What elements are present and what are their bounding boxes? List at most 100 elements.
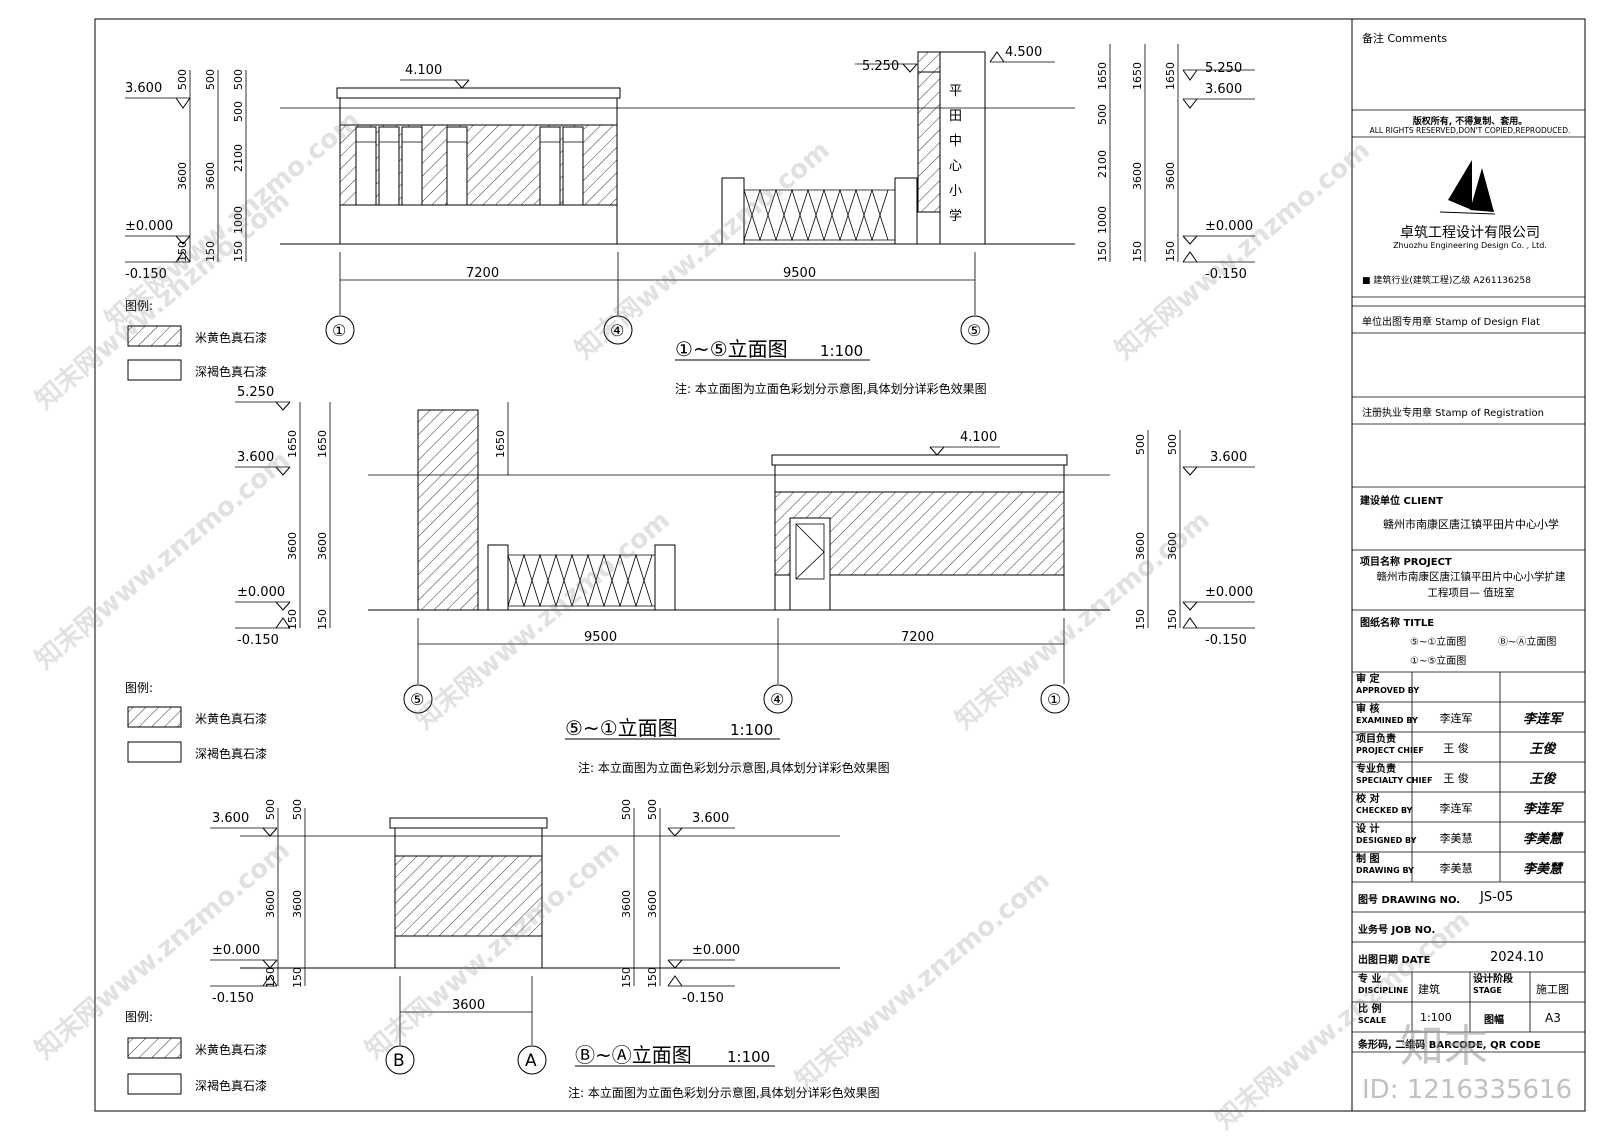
legend-title: 图例: bbox=[125, 299, 153, 313]
dim-text: 3600 bbox=[316, 532, 329, 560]
issue-date: 2024.10 bbox=[1490, 950, 1544, 965]
axis-bubble bbox=[763, 684, 793, 714]
title-block bbox=[1352, 109, 1585, 1053]
drawing-no: JS-05 bbox=[1480, 890, 1514, 905]
level-label: -0.150 bbox=[682, 991, 724, 1006]
roof-slab bbox=[389, 817, 548, 829]
signature: 李美慧 bbox=[1522, 862, 1562, 877]
company-logo bbox=[1439, 160, 1496, 215]
role-name: 李美慧 bbox=[1439, 832, 1473, 845]
dim-text: 1000 bbox=[232, 206, 245, 234]
legend-label: 米黄色真石漆 bbox=[195, 712, 267, 726]
legend-label: 深褐色真石漆 bbox=[195, 364, 267, 379]
level-label: 4.100 bbox=[405, 63, 442, 78]
dim-text: 500 bbox=[176, 69, 189, 90]
dim-text: 9500 bbox=[584, 630, 617, 645]
dim-text: 500 bbox=[204, 69, 217, 90]
axis-label: ⑤ bbox=[967, 321, 981, 340]
level-label: 3.600 bbox=[1210, 450, 1247, 465]
dim-text: 3600 bbox=[1131, 162, 1144, 190]
elevation-scale: 1:100 bbox=[727, 1048, 770, 1066]
dim-text: 3600 bbox=[286, 532, 299, 560]
elevation-title: ⑤~①立面图 bbox=[565, 716, 678, 740]
axis-bubble bbox=[385, 1045, 415, 1075]
dim-text: 3600 bbox=[646, 890, 659, 918]
dim-text: 500 bbox=[232, 101, 245, 122]
date-label: 出图日期 DATE bbox=[1358, 955, 1431, 966]
roof-slab bbox=[336, 87, 621, 99]
legend-label: 米黄色真石漆 bbox=[195, 1043, 267, 1057]
signature: 王俊 bbox=[1529, 742, 1556, 757]
elevation-scale: 1:100 bbox=[820, 342, 863, 360]
barcode-label: 条形码, 二维码 BARCODE, QR CODE bbox=[1358, 1040, 1541, 1051]
dim-text: 2100 bbox=[232, 144, 245, 172]
dim-text: 2100 bbox=[1096, 150, 1109, 178]
axis-label: ① bbox=[332, 321, 346, 340]
sign-char: 学 bbox=[949, 208, 962, 224]
client-name: 赣州市南康区唐江镇平田片中心小学 bbox=[1383, 518, 1559, 531]
drawing-no-label: 图号 DRAWING NO. bbox=[1358, 895, 1461, 906]
axis-label: ④ bbox=[610, 321, 624, 340]
axis-bubble bbox=[1040, 684, 1070, 714]
axis-bubble bbox=[517, 1045, 547, 1075]
stamp-design-label: 单位出图专用章 Stamp of Design Flat bbox=[1362, 317, 1540, 328]
dim-text: 1000 bbox=[1096, 206, 1109, 234]
level-label: -0.150 bbox=[212, 991, 254, 1006]
hatched-wall-band bbox=[394, 855, 543, 937]
dim-text: 1650 bbox=[316, 430, 329, 458]
dim-text: 500 bbox=[1134, 434, 1147, 455]
dim-text: 150 bbox=[620, 967, 633, 988]
dim-text: 500 bbox=[1096, 104, 1109, 125]
elevation-b-a: 3.600 ±0.000 -0.150 3.600 ±0.000 -0.150 … bbox=[210, 799, 880, 1100]
signature: 李连军 bbox=[1522, 802, 1562, 817]
elevation-5-1: 5.250 3.600 ±0.000 -0.150 4.100 3.600 ±0… bbox=[235, 385, 1255, 775]
retractable-gate bbox=[721, 177, 918, 245]
rights-en: ALL RIGHTS RESERVED,DON'T COPIED,REPRODU… bbox=[1369, 126, 1571, 135]
legend-label: 深褐色真石漆 bbox=[195, 1078, 267, 1093]
dim-text: 150 bbox=[204, 241, 217, 262]
axis-label: B bbox=[393, 1051, 405, 1071]
level-label: -0.150 bbox=[237, 633, 279, 648]
client-label: 建设单位 CLIENT bbox=[1360, 496, 1443, 507]
level-label: -0.150 bbox=[1205, 633, 1247, 648]
retractable-gate bbox=[487, 544, 676, 611]
elevation-scale: 1:100 bbox=[730, 721, 773, 739]
role-name: 王 俊 bbox=[1443, 742, 1469, 755]
axis-label: ① bbox=[1047, 690, 1061, 709]
stamp-registration-label: 注册执业专用章 Stamp of Registration bbox=[1362, 408, 1544, 419]
axis-label: A bbox=[525, 1051, 537, 1071]
project-name-line1: 赣州市南康区唐江镇平田片中心小学扩建 bbox=[1376, 571, 1566, 583]
roof-slab bbox=[771, 454, 1068, 466]
dim-text: 1650 bbox=[1131, 62, 1144, 90]
level-label: 3.600 bbox=[125, 81, 162, 96]
dim-text: 500 bbox=[1166, 434, 1179, 455]
signature: 李美慧 bbox=[1522, 832, 1562, 847]
axis-label: ⑤ bbox=[410, 690, 424, 709]
axis-bubble bbox=[960, 315, 990, 345]
dim-text: 500 bbox=[291, 799, 304, 820]
legend-title: 图例: bbox=[125, 1010, 153, 1024]
dim-text: 3600 bbox=[176, 162, 189, 190]
dim-text: 150 bbox=[1164, 241, 1177, 262]
elevation-title: Ⓑ~Ⓐ立面图 bbox=[575, 1043, 692, 1067]
level-label: -0.150 bbox=[1205, 267, 1247, 282]
dim-text: 150 bbox=[646, 967, 659, 988]
door bbox=[789, 517, 831, 611]
project-label: 项目名称 PROJECT bbox=[1360, 557, 1452, 568]
drawing-title: Ⓑ~Ⓐ立面图 bbox=[1498, 637, 1557, 648]
dim-text: 3600 bbox=[1164, 162, 1177, 190]
dim-text: 500 bbox=[646, 799, 659, 820]
dim-text: 3600 bbox=[620, 890, 633, 918]
dim-text: 150 bbox=[176, 241, 189, 262]
level-label: 5.250 bbox=[237, 385, 274, 400]
level-label: ±0.000 bbox=[237, 585, 285, 600]
company-name-en: Zhuozhu Engineering Design Co. , Ltd. bbox=[1393, 241, 1547, 250]
sign-char: 心 bbox=[949, 159, 962, 174]
dimension-lines bbox=[189, 44, 1179, 315]
level-label: -0.150 bbox=[125, 267, 167, 282]
dimension-lines bbox=[299, 402, 1181, 684]
dim-text: 9500 bbox=[783, 266, 816, 281]
dim-text: 150 bbox=[232, 241, 245, 262]
sign-char: 平 bbox=[949, 84, 962, 99]
